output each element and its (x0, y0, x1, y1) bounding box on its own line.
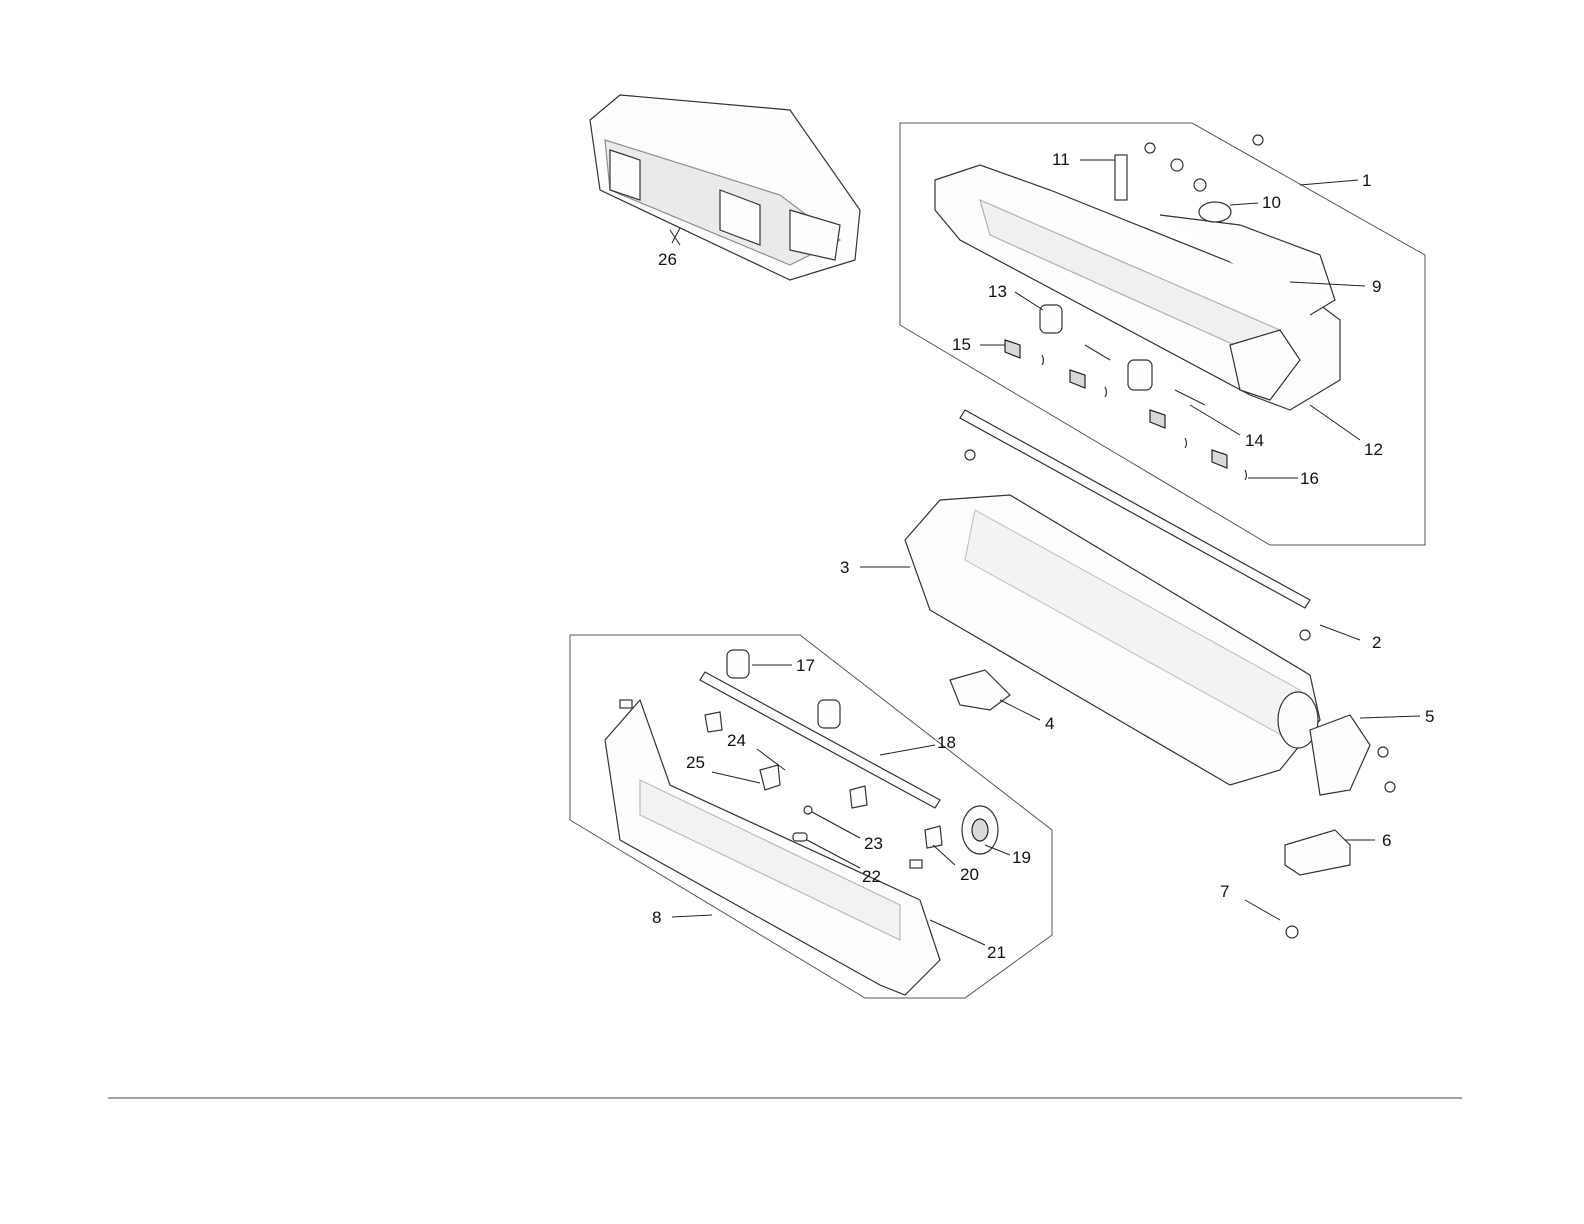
callout-17: 17 (796, 656, 815, 675)
callout-20: 20 (960, 865, 979, 884)
callout-25: 25 (686, 753, 705, 772)
callout-10: 10 (1262, 193, 1281, 212)
callout-15: 15 (952, 335, 971, 354)
callout-13: 13 (988, 282, 1007, 301)
part-14-roller (1128, 360, 1152, 390)
callout-6: 6 (1382, 831, 1391, 850)
part-11-bracket (1115, 155, 1127, 200)
callout-22: 22 (862, 867, 881, 886)
part-10-thermostat (1199, 202, 1231, 222)
callout-12: 12 (1364, 440, 1383, 459)
callout-21: 21 (987, 943, 1006, 962)
callout-1: 1 (1362, 171, 1371, 190)
callout-3: 3 (840, 558, 849, 577)
callout-5: 5 (1425, 707, 1434, 726)
callout-14: 14 (1245, 431, 1264, 450)
callout-4: 4 (1045, 714, 1054, 733)
part-7-screw (1286, 926, 1298, 938)
callout-16: 16 (1300, 469, 1319, 488)
part-13-roller (1040, 305, 1062, 333)
callout-26: 26 (658, 250, 677, 269)
callout-19: 19 (1012, 848, 1031, 867)
callout-24: 24 (727, 731, 746, 750)
callout-9: 9 (1372, 277, 1381, 296)
callout-18: 18 (937, 733, 956, 752)
callout-11: 11 (1052, 150, 1070, 169)
callout-2: 2 (1372, 633, 1381, 652)
callout-23: 23 (864, 834, 883, 853)
callout-8: 8 (652, 908, 661, 927)
part-19-gear (962, 806, 998, 854)
callout-7: 7 (1220, 882, 1229, 901)
